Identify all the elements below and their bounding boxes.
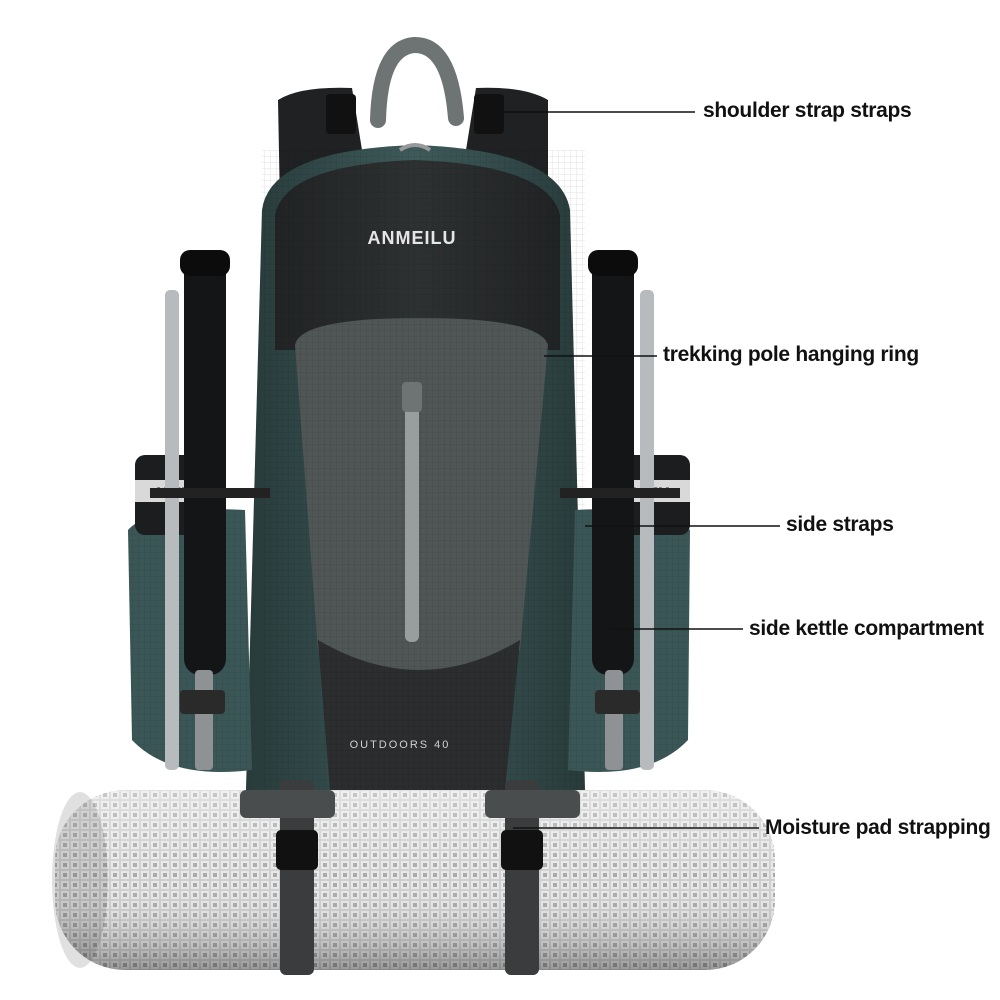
right-trekking-pole-shaft xyxy=(640,290,654,770)
left-trekking-pole-grip xyxy=(184,255,226,675)
carry-handle xyxy=(370,37,464,128)
callout-shoulder-strap-straps: shoulder strap straps xyxy=(703,99,912,122)
callout-side-straps: side straps xyxy=(786,513,894,536)
callout-moisture-pad-strapping: Moisture pad strapping xyxy=(765,816,991,839)
left-side-strap xyxy=(150,488,270,498)
left-strap-buckle xyxy=(326,94,356,134)
callout-trekking-pole-hanging-ring: trekking pole hanging ring xyxy=(663,343,919,366)
callout-side-kettle-compartment: side kettle compartment xyxy=(749,617,984,640)
left-trekking-pole-shaft xyxy=(165,290,179,770)
model-label: OUTDOORS 40 xyxy=(350,739,451,751)
right-side-strap xyxy=(560,488,680,498)
front-zipper xyxy=(405,392,419,642)
left-pad-strap xyxy=(280,780,314,975)
brand-logo: ANMEILU xyxy=(368,228,457,248)
right-strap-buckle xyxy=(474,94,504,134)
right-trekking-pole-grip xyxy=(592,255,634,675)
